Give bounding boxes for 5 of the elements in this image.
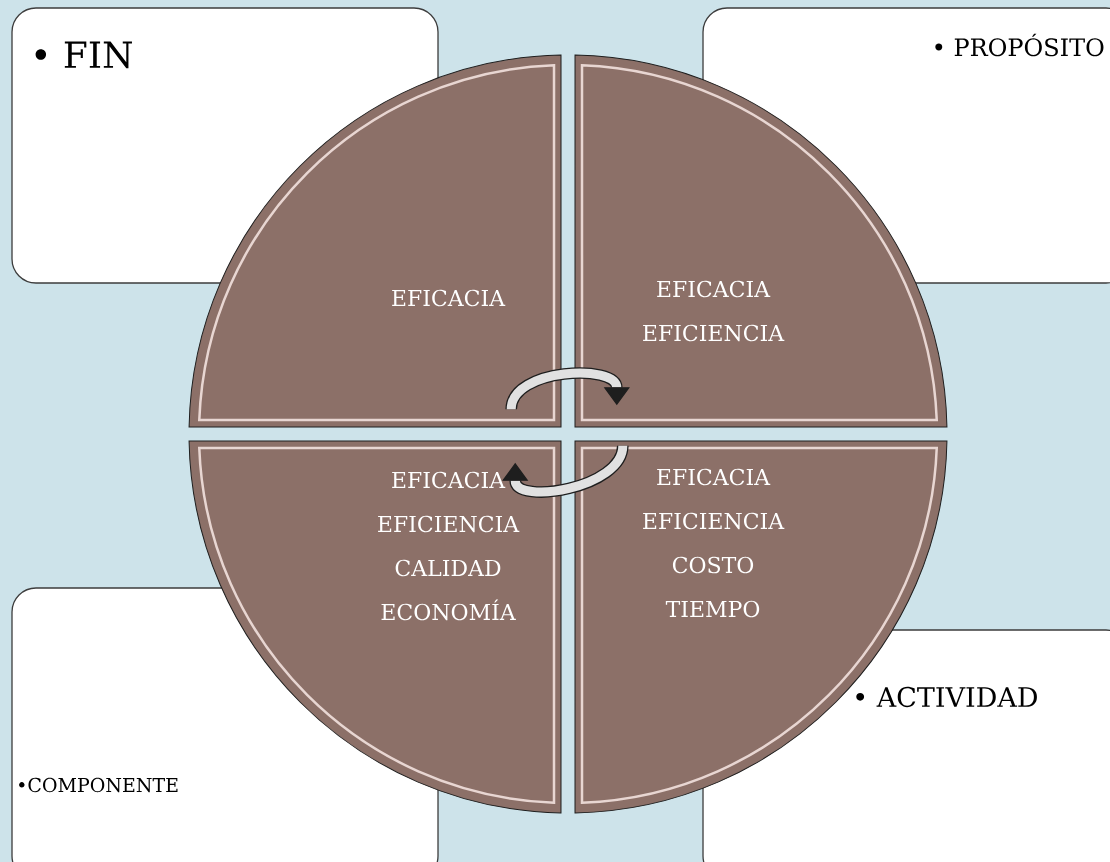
curved-arrow <box>502 444 629 498</box>
quadrant-segment: EFICACIA EFICIENCIA <box>574 54 948 428</box>
quadrant-segment: EFICACIA EFICIENCIA CALIDAD ECONOMÍA <box>188 440 562 814</box>
curved-arrow <box>505 367 630 411</box>
quadrant-segment: EFICACIA <box>188 54 562 428</box>
